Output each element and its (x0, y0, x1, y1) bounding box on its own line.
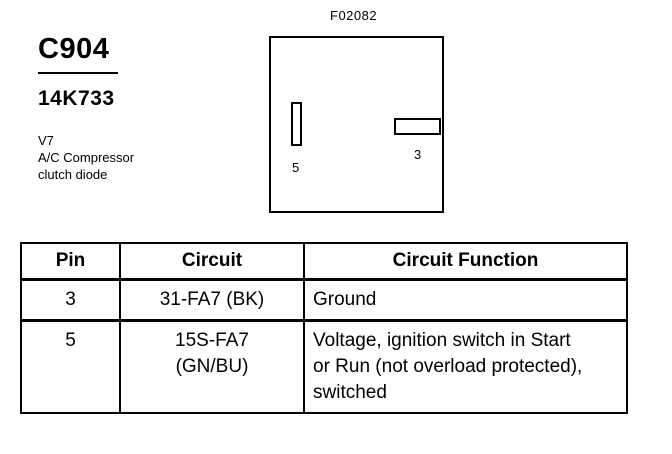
pin-table: Pin Circuit Circuit Function 3 31-FA7 (B… (20, 242, 628, 414)
cell-circuit-function: Voltage, ignition switch in Start or Run… (303, 319, 628, 414)
table-row: 3 31-FA7 (BK) Ground (20, 278, 628, 322)
cell-pin: 5 (20, 319, 121, 414)
pin-3-terminal (394, 118, 441, 135)
connector-face-diagram (269, 36, 444, 213)
function-line: or Run (not overload protected), (313, 356, 583, 377)
cell-circuit: 15S-FA7 (GN/BU) (119, 319, 305, 414)
pin-3-label: 3 (414, 147, 422, 162)
circuit-line: 31-FA7 (BK) (159, 289, 265, 310)
table-row: 5 15S-FA7 (GN/BU) Voltage, ignition swit… (20, 319, 628, 414)
function-line: Voltage, ignition switch in Start (313, 330, 571, 351)
table-header-row: Pin Circuit Circuit Function (20, 242, 628, 281)
function-line: Ground (313, 289, 377, 310)
connector-description: V7 A/C Compressor clutch diode (38, 132, 134, 183)
description-line: A/C Compressor (38, 150, 135, 165)
connector-id: C904 (38, 33, 110, 65)
circuit-line: 15S-FA7 (175, 330, 249, 351)
description-line: clutch diode (38, 167, 108, 182)
description-line: V7 (38, 133, 54, 148)
pin-5-label: 5 (292, 160, 300, 175)
header-circuit-function: Circuit Function (303, 242, 628, 281)
cell-pin: 3 (20, 278, 121, 322)
cell-circuit: 31-FA7 (BK) (119, 278, 305, 322)
part-number: 14K733 (38, 87, 115, 110)
figure-id: F02082 (330, 8, 378, 23)
function-line: switched (313, 382, 387, 403)
circuit-line: (GN/BU) (175, 356, 249, 377)
connector-id-underline (38, 72, 118, 74)
pin-5-terminal (291, 102, 302, 146)
cell-circuit-function: Ground (303, 278, 628, 322)
header-circuit: Circuit (119, 242, 305, 281)
header-pin: Pin (20, 242, 121, 281)
